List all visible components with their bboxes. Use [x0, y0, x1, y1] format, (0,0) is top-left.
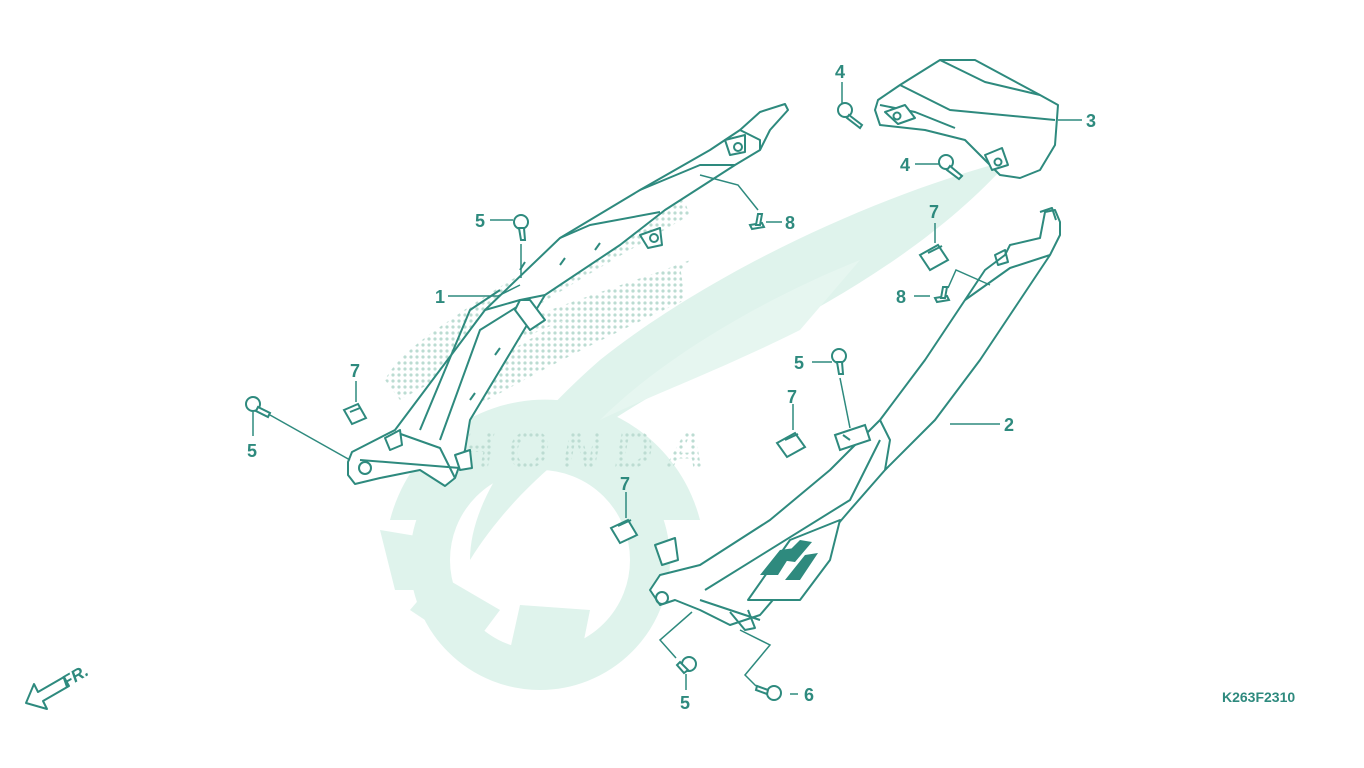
callout-7-lower: 7: [620, 474, 630, 494]
part-2-right-cover[interactable]: [649, 207, 1061, 631]
callout-8-right: 8: [896, 287, 906, 307]
callout-2: 2: [1004, 415, 1014, 435]
callout-5-bottom: 5: [680, 693, 690, 713]
callout-labels: 1 2 3 4 4 5 5 5 5 6 7 7 7 7 8 8: [247, 62, 1096, 713]
nut-7-left[interactable]: [342, 402, 368, 426]
bolt-4-upper[interactable]: [837, 102, 864, 130]
bolt-5-right[interactable]: [831, 348, 847, 375]
callout-7-upper-right: 7: [929, 202, 939, 222]
honda-watermark-text: HONDA: [455, 420, 705, 480]
part-1-left-cover[interactable]: [347, 103, 789, 487]
clip-8-right[interactable]: [933, 286, 951, 304]
callout-7-left: 7: [350, 361, 360, 381]
callout-5-upper-left: 5: [475, 211, 485, 231]
clip-8-left[interactable]: [748, 213, 766, 231]
bolt-5-left[interactable]: [245, 396, 272, 419]
bolt-5-bottom[interactable]: [675, 656, 697, 675]
callout-6: 6: [804, 685, 814, 705]
drawing-code: K263F2310: [1222, 689, 1295, 705]
front-direction-arrow: FR.: [25, 661, 92, 710]
nut-7-middle[interactable]: [775, 431, 807, 459]
nut-7-upper-right[interactable]: [918, 243, 950, 272]
wing-feathers-dotted-2: [450, 265, 685, 410]
callout-3: 3: [1086, 111, 1096, 131]
leader-lines: [252, 82, 1082, 695]
screw-6[interactable]: [754, 684, 782, 701]
wing-swoosh: [470, 160, 1010, 560]
bolt-4-lower[interactable]: [938, 154, 964, 181]
fasteners: [245, 102, 964, 701]
bolt-5-upper-left[interactable]: [513, 214, 529, 241]
callout-4-lower: 4: [900, 155, 910, 175]
callout-4-upper: 4: [835, 62, 845, 82]
nut-7-lower[interactable]: [609, 518, 639, 545]
part-3-rear-end-cover[interactable]: [874, 59, 1059, 179]
callout-5-right: 5: [794, 353, 804, 373]
arrow-left-icon: [25, 676, 70, 710]
callout-7-middle: 7: [787, 387, 797, 407]
callout-1: 1: [435, 287, 445, 307]
callout-5-left: 5: [247, 441, 257, 461]
wing-swoosh-lower: [600, 260, 860, 420]
callout-8-left: 8: [785, 213, 795, 233]
